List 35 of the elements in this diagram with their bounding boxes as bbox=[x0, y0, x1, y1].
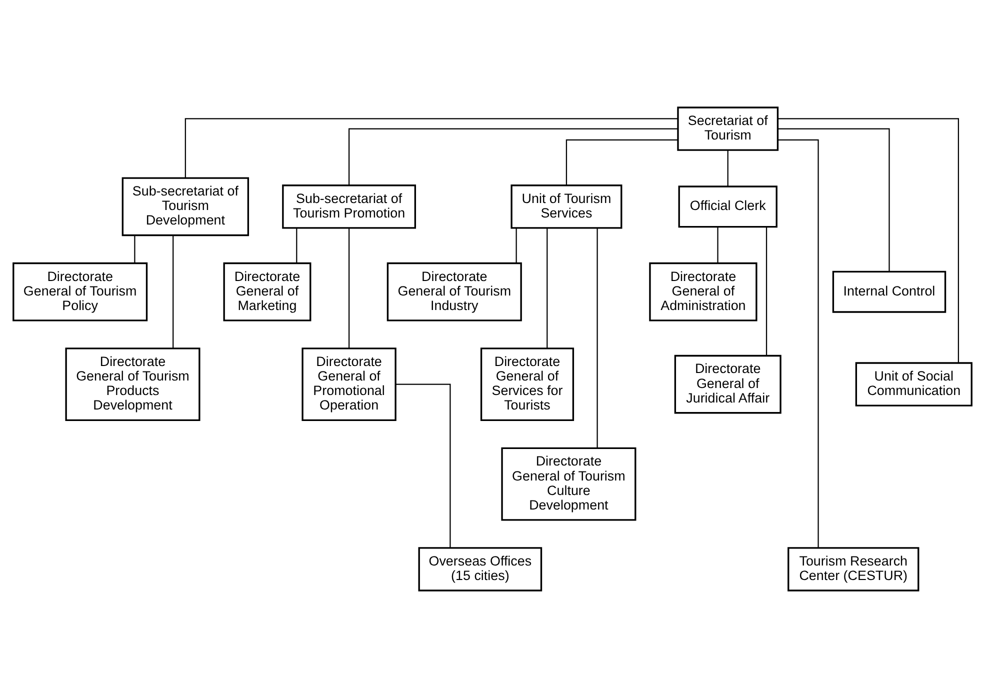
node-box: Directorate General of Juridical Affair bbox=[674, 354, 782, 414]
connector bbox=[727, 150, 728, 186]
node-box: Directorate General of Promotional Operation bbox=[302, 347, 396, 420]
node-box: Unit of Social Communication bbox=[855, 362, 972, 406]
connector bbox=[172, 235, 174, 348]
connector bbox=[134, 235, 136, 263]
connector bbox=[184, 118, 678, 178]
connector bbox=[296, 228, 298, 262]
node-box: Directorate General of Marketing bbox=[223, 262, 312, 321]
node-box: Sub-secretariat of Tourism Development bbox=[122, 176, 250, 236]
connector bbox=[596, 227, 598, 448]
node-box: Sub-secretariat of Tourism Promotion bbox=[282, 184, 416, 228]
node-box: Directorate General of Tourism Products Development bbox=[65, 347, 200, 420]
node-box: Official Clerk bbox=[678, 185, 778, 228]
node-box: Internal Control bbox=[832, 270, 946, 312]
node-box: Directorate General of Tourism Culture Development bbox=[501, 446, 636, 520]
connector bbox=[778, 128, 890, 272]
connector bbox=[778, 138, 819, 548]
connector bbox=[396, 383, 451, 548]
connector bbox=[348, 128, 678, 184]
node-box: Unit of Tourism Services bbox=[510, 184, 622, 228]
connector bbox=[778, 118, 959, 362]
node-box: Secretariat of Tourism bbox=[677, 106, 779, 150]
connector bbox=[546, 228, 548, 348]
node-box: Directorate General of Services for Tourists bbox=[480, 347, 574, 420]
node-box: Directorate General of Administration bbox=[649, 262, 758, 321]
node-box: Tourism Research Center (CESTUR) bbox=[788, 546, 920, 591]
connector bbox=[348, 228, 350, 348]
connector bbox=[766, 226, 768, 356]
node-box: Overseas Offices (15 cities) bbox=[418, 546, 542, 591]
connector bbox=[717, 226, 718, 263]
node-box: Directorate General of Tourism Industry bbox=[386, 262, 522, 321]
node-box: Directorate General of Tourism Policy bbox=[12, 262, 148, 321]
connector bbox=[566, 138, 678, 185]
connector bbox=[516, 228, 517, 262]
